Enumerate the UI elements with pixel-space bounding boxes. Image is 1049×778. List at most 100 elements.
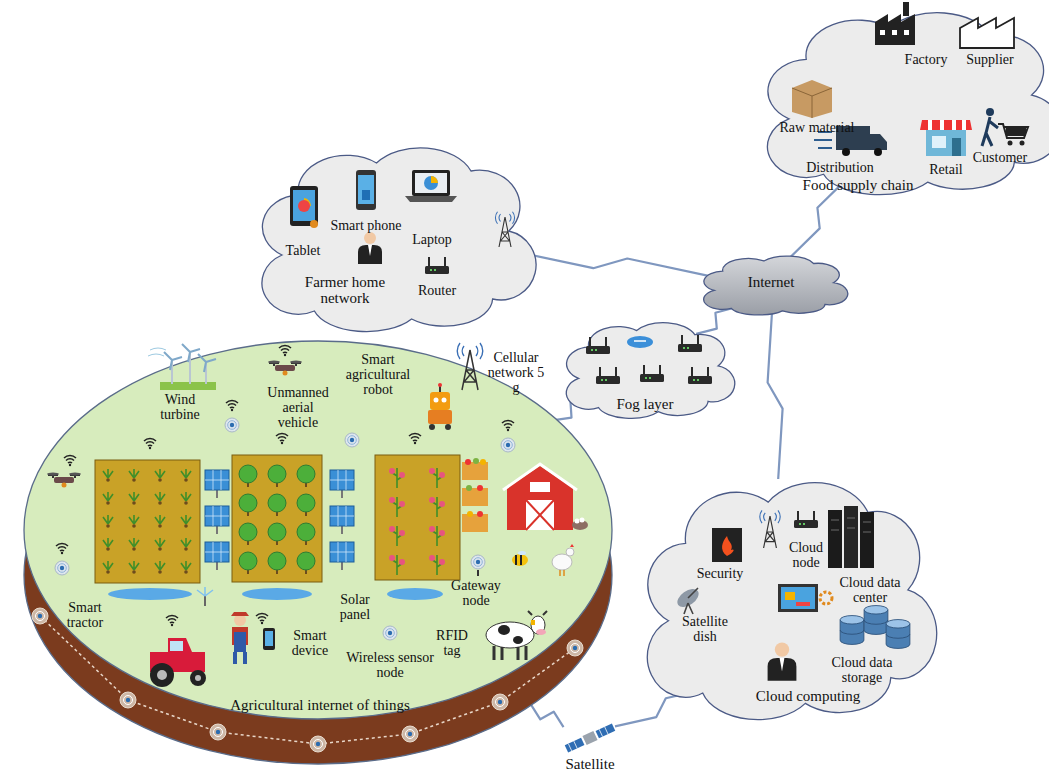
laptop-icon <box>405 196 457 202</box>
part-label: Satellite dish <box>673 614 737 644</box>
raw-material-box <box>792 88 832 118</box>
raw-material-box <box>792 80 832 118</box>
part-label: Gateway node <box>445 578 507 608</box>
seedling <box>181 538 191 547</box>
solar-panel <box>216 490 218 498</box>
seedling <box>181 492 191 501</box>
cow-icon <box>486 622 534 648</box>
retail-shop <box>926 130 966 156</box>
bees-and-chicken <box>516 555 521 565</box>
tablet-icon <box>290 186 318 228</box>
part-label: Unmanned aerial vehicle <box>262 385 334 430</box>
bees-and-chicken <box>575 519 580 524</box>
satellite-icon <box>564 722 615 753</box>
flower-plant <box>399 559 405 565</box>
tree <box>239 494 257 512</box>
seedling <box>158 547 162 551</box>
cow-icon <box>531 616 545 634</box>
seedling <box>103 561 113 570</box>
seedling <box>181 561 191 570</box>
flower-plant <box>399 472 405 478</box>
part-label: Smart phone <box>330 218 401 233</box>
part-label: Smart tractor <box>59 600 111 630</box>
produce-crates <box>467 511 473 517</box>
supplier-icon <box>960 18 1014 48</box>
factory-icon <box>904 30 909 35</box>
group-title: Cloud computing <box>756 688 861 704</box>
tree <box>297 552 315 570</box>
storage-cylinders <box>886 620 910 649</box>
factory-icon <box>875 14 915 45</box>
server-racks <box>828 506 874 568</box>
produce-crates <box>462 488 488 506</box>
barn-icon <box>526 500 554 530</box>
part-label: Cloud node <box>782 540 830 570</box>
seedling <box>155 538 165 547</box>
flower-plant <box>389 555 395 561</box>
tractor-icon <box>157 670 167 680</box>
part-label: Cloud data center <box>831 575 909 605</box>
wireless-link <box>696 307 736 334</box>
cloud-outline <box>262 148 536 332</box>
solar-panel <box>330 506 354 526</box>
solar-panel <box>330 542 354 562</box>
part-label: Retail <box>929 162 962 177</box>
flower-plant <box>429 497 435 503</box>
tablet-icon <box>298 200 310 212</box>
produce-crates <box>465 459 471 465</box>
produce-crates <box>477 511 483 517</box>
solar-panel <box>330 542 354 562</box>
seedling <box>155 469 165 478</box>
seedling <box>132 501 136 505</box>
seedling <box>103 469 113 478</box>
seedling <box>103 538 113 547</box>
flower-plant <box>439 501 445 507</box>
part-label: Wind turbine <box>149 392 211 422</box>
rim-sensors <box>210 724 226 740</box>
satellite-icon <box>565 738 585 753</box>
retail-shop <box>932 136 946 148</box>
part-label: Distribution <box>806 160 874 175</box>
retail-shop <box>930 120 964 130</box>
smart-device-icon <box>263 628 275 650</box>
part-label: Smart agricultural robot <box>334 352 422 397</box>
tree <box>297 494 315 512</box>
produce-crates <box>466 485 472 491</box>
seedling <box>129 469 139 478</box>
flower-plant <box>439 559 445 565</box>
solar-panel <box>205 506 229 526</box>
seedling <box>106 524 110 528</box>
tree <box>268 465 286 483</box>
rim-sensors <box>310 736 326 752</box>
flower-plant <box>389 526 395 532</box>
seedling <box>106 478 110 482</box>
flower-plant <box>439 530 445 536</box>
satellite-icon <box>582 731 597 745</box>
crop-fields <box>95 455 460 583</box>
firewall-icon <box>722 536 734 556</box>
sensor-nodes <box>501 438 515 452</box>
tablet-icon <box>293 190 315 221</box>
server-racks <box>831 518 871 532</box>
server-racks <box>844 506 858 568</box>
group-title: Internet <box>748 274 795 290</box>
seedling <box>184 501 188 505</box>
ponds <box>242 588 312 600</box>
fog-routers <box>627 336 653 348</box>
customer-cart <box>986 108 994 116</box>
part-label: Customer <box>973 150 1027 165</box>
part-label: Cellular network 5 g <box>485 350 547 395</box>
tractor-icon <box>150 663 174 687</box>
seedling <box>132 547 136 551</box>
phone-icon <box>356 170 376 210</box>
laptop-icon <box>424 176 438 190</box>
solar-panels <box>205 470 354 570</box>
tree <box>239 552 257 570</box>
solar-panel <box>341 562 343 570</box>
part-label: Factory <box>905 52 948 67</box>
crop-fields <box>95 460 200 583</box>
part-label: Wireless sensor node <box>335 650 445 680</box>
tree <box>239 523 257 541</box>
cow-icon <box>513 636 523 644</box>
wind-turbines <box>148 348 166 356</box>
